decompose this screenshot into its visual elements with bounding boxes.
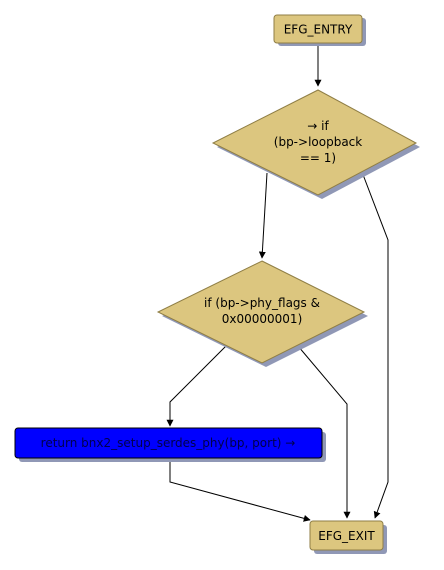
- node-if-loopback-line-1: → if: [307, 119, 329, 133]
- node-return-call-label: return bnx2_setup_serdes_phy(bp, port) →: [41, 436, 296, 450]
- edge-if-phy-flags-to-return: [166, 345, 227, 427]
- node-exit-box: [309, 520, 384, 551]
- edge-return-to-exit: [169, 459, 311, 522]
- node-if-loopback-line-2: (bp->loopback: [274, 135, 363, 149]
- node-if-loopback-diamond: [211, 89, 418, 196]
- edge-if-loopback-to-exit: [361, 171, 389, 519]
- node-entry-box: [273, 14, 363, 44]
- node-if-loopback[interactable]: → if (bp->loopback == 1): [211, 89, 420, 199]
- node-entry-label: EFG_ENTRY: [284, 23, 353, 37]
- node-return-call-box: [14, 427, 323, 459]
- node-if-phy-flags[interactable]: if (bp->phy_flags & 0x00000001): [156, 260, 368, 367]
- edges: [166, 46, 389, 522]
- node-exit[interactable]: EFG_EXIT: [309, 520, 387, 554]
- edge-if-loopback-to-if-phy-flags: [258, 172, 268, 259]
- node-if-loopback-line-3: == 1): [300, 151, 336, 165]
- node-if-phy-flags-diamond: [156, 260, 366, 364]
- node-if-phy-flags-line-1: if (bp->phy_flags &: [204, 296, 320, 310]
- node-exit-label: EFG_EXIT: [318, 529, 375, 543]
- node-return-call[interactable]: return bnx2_setup_serdes_phy(bp, port) →: [14, 427, 326, 462]
- node-if-phy-flags-line-2: 0x00000001): [222, 312, 303, 326]
- node-entry[interactable]: EFG_ENTRY: [273, 14, 366, 46]
- edge-if-phy-flags-to-exit: [297, 345, 351, 519]
